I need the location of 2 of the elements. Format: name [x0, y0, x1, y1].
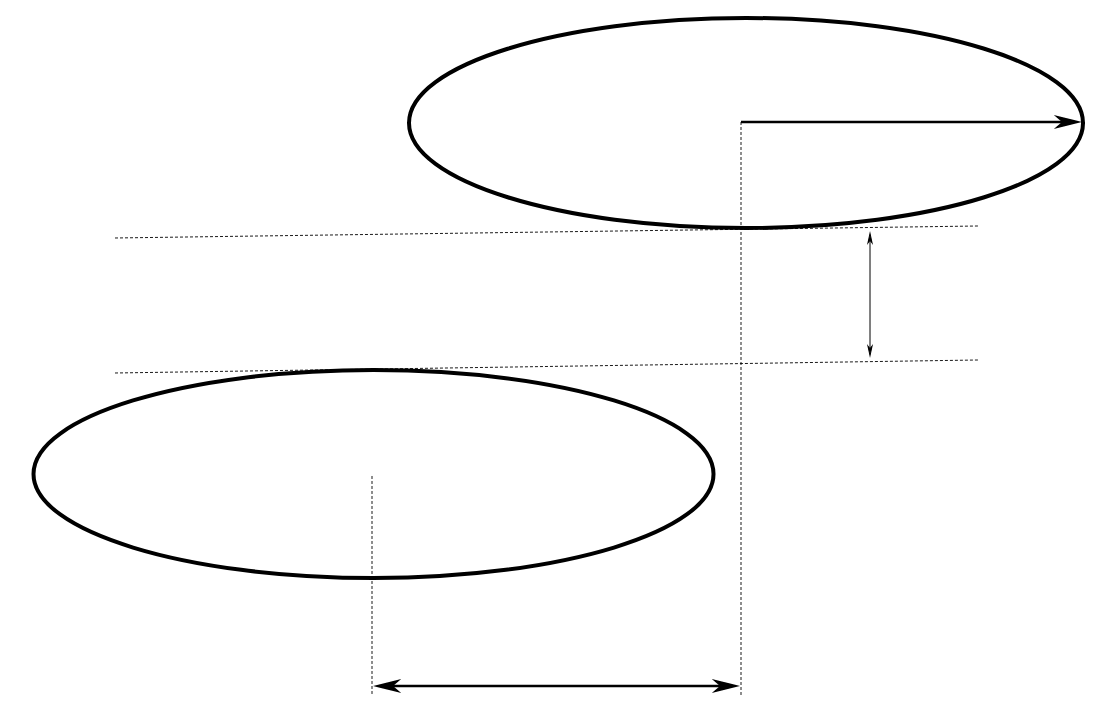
ellipse-shape: [407, 16, 1085, 230]
ellipse-shape: [31, 368, 716, 580]
